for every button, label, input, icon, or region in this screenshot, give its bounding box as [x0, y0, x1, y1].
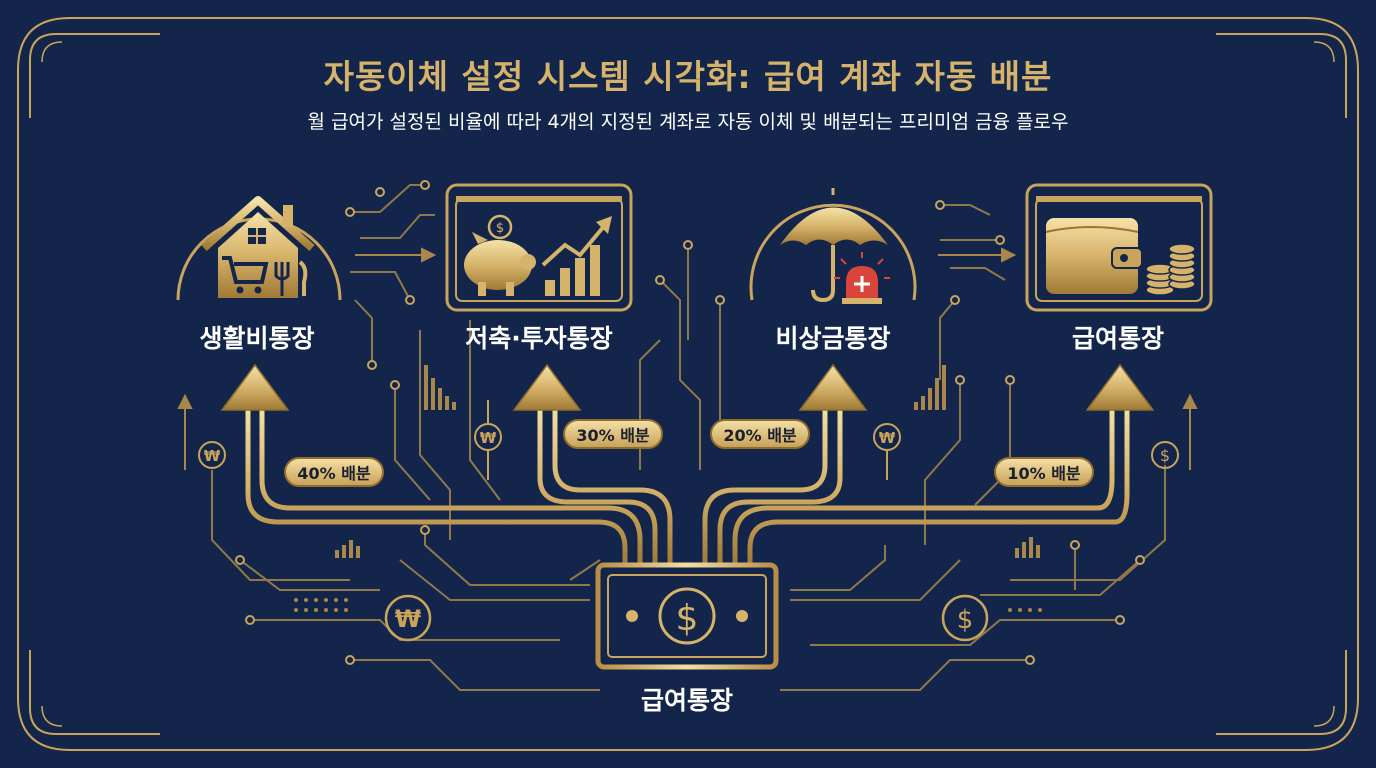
wallet-coins-icon [1025, 183, 1213, 312]
ornamental-frame [17, 17, 1359, 751]
svg-text:$: $ [676, 598, 699, 639]
account-label-salary: 급여통장 [1071, 324, 1164, 353]
dollar-coin-icon: $ [1151, 441, 1179, 469]
account-label-emergency: 비상금통장 [775, 324, 891, 353]
share-badge-salary: 10% 배분 [994, 457, 1094, 487]
share-badge-savings: 30% 배분 [563, 419, 663, 449]
dollar-coin-icon: $ [941, 594, 989, 642]
page-title: 자동이체 설정 시스템 시각화: 급여 계좌 자동 배분 [323, 57, 1053, 96]
won-coin-icon: ₩ [198, 441, 226, 469]
dot-grid [294, 598, 1042, 612]
side-arrows [177, 247, 1198, 470]
source-account-label: 급여통장 [640, 686, 733, 715]
circuit-lines [211, 184, 1166, 691]
dollar-bill-icon: $ [595, 562, 779, 670]
circuit-nodes [235, 180, 1145, 665]
account-label-living: 생활비통장 [199, 324, 315, 353]
arrow-up-icon [220, 363, 1155, 411]
piggy-bank-growth-chart-icon: $ [445, 183, 633, 312]
house-cart-utensils-icon [176, 196, 342, 301]
svg-text:$: $ [957, 605, 974, 635]
svg-text:$: $ [496, 221, 504, 236]
svg-text:₩: ₩ [395, 605, 422, 633]
page-subtitle: 월 급여가 설정된 비율에 따라 4개의 지정된 계좌로 자동 이체 및 배분되… [307, 111, 1069, 133]
share-badge-emergency: 20% 배분 [710, 419, 810, 449]
flow-pipes [245, 402, 1130, 568]
svg-text:₩: ₩ [480, 429, 497, 447]
won-coin-icon: ₩ [873, 423, 901, 480]
account-label-savings: 저축·투자통장 [465, 324, 613, 353]
share-badge-living: 40% 배분 [284, 457, 384, 487]
bar-decorations [335, 365, 1040, 558]
svg-text:$: $ [1160, 446, 1170, 465]
won-coin-icon: ₩ [384, 594, 432, 642]
svg-text:₩: ₩ [879, 429, 896, 447]
svg-text:₩: ₩ [204, 447, 221, 465]
won-coin-icon: ₩ [474, 400, 502, 480]
umbrella-siren-icon [749, 188, 917, 304]
